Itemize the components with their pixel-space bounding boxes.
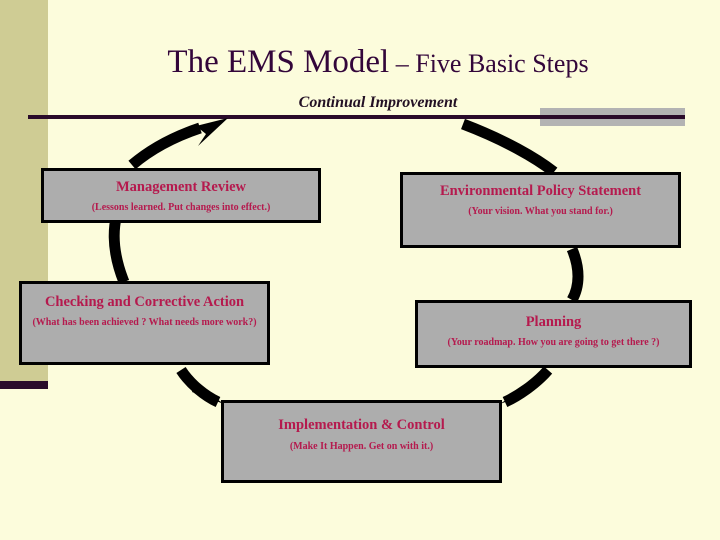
arrow-implementation-to-checking (176, 366, 221, 407)
box-environmental-policy-statement-note: (Your vision. What you stand for.) (468, 205, 613, 217)
arrow-planning-to-implementation (502, 366, 553, 407)
title-divider-rule (28, 115, 685, 119)
cycle-label: Continual Improvement (298, 94, 458, 111)
box-environmental-policy-statement[interactable]: Environmental Policy Statement (Your vis… (400, 172, 681, 248)
box-planning-title: Planning (525, 314, 582, 330)
arrowhead-bottom-right (500, 376, 540, 404)
left-accent-bar (0, 381, 48, 389)
box-implementation-and-control-title: Implementation & Control (278, 417, 445, 433)
arrow-policy-to-planning (566, 246, 584, 303)
title-sub-text: – Five Basic Steps (389, 49, 589, 78)
box-checking-and-corrective-action-title: Checking and Corrective Action (44, 294, 245, 310)
box-implementation-and-control-note: (Make It Happen. Get on with it.) (289, 441, 434, 453)
box-management-review-title: Management Review (115, 179, 247, 195)
box-checking-and-corrective-action[interactable]: Checking and Corrective Action (What has… (19, 281, 270, 365)
arrowhead-top-left (196, 118, 228, 146)
page-title: The EMS Model – Five Basic Steps (48, 44, 708, 81)
arrowhead-bottom-left (184, 376, 224, 404)
arrow-top-to-policy (461, 118, 558, 177)
box-environmental-policy-statement-title: Environmental Policy Statement (439, 183, 642, 199)
box-checking-and-corrective-action-note: (What has been achieved ? What needs mor… (32, 316, 257, 328)
box-planning-note: (Your roadmap. How you are going to get … (447, 336, 660, 348)
title-main-text: The EMS Model (167, 44, 390, 80)
arrow-management-to-policy (128, 122, 202, 170)
box-planning[interactable]: Planning (Your roadmap. How you are goin… (415, 300, 692, 368)
box-implementation-and-control[interactable]: Implementation & Control (Make It Happen… (221, 400, 502, 483)
box-management-review[interactable]: Management Review (Lessons learned. Put … (41, 168, 321, 223)
box-management-review-note: (Lessons learned. Put changes into effec… (91, 201, 271, 213)
